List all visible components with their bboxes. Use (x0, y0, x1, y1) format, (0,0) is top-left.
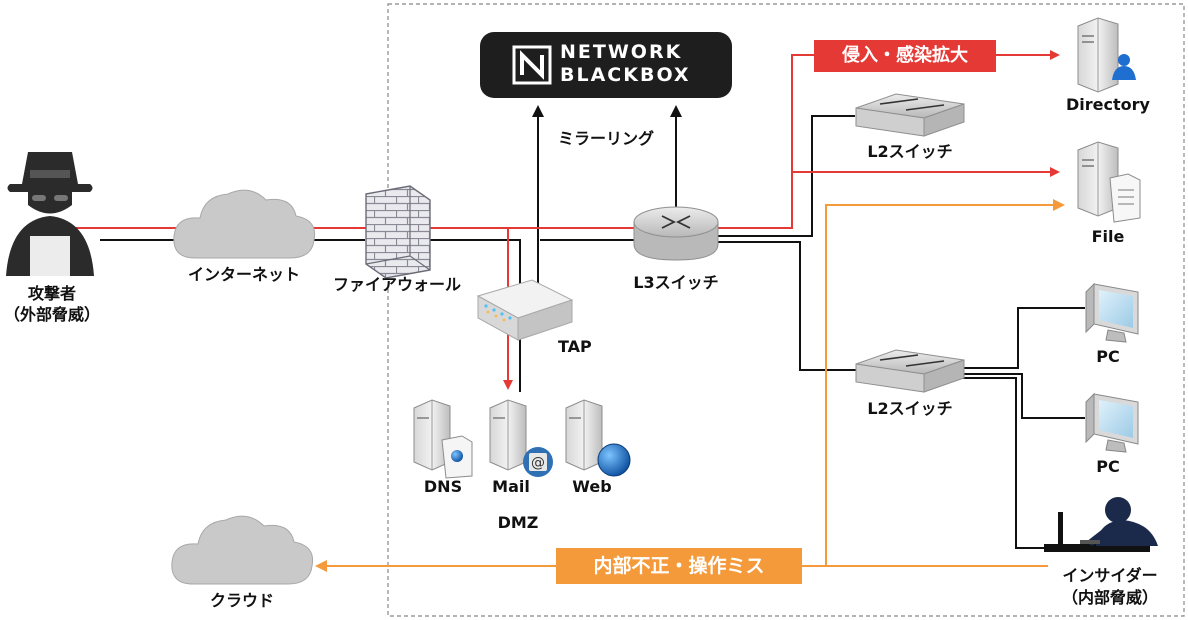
mail-label: Mail (492, 477, 530, 496)
pc1-label: PC (1096, 347, 1120, 366)
cloud-icon (171, 515, 314, 585)
insider-icon (1044, 497, 1158, 552)
insider-sub-label: （内部脅威） (1061, 588, 1159, 607)
firewall-icon (365, 185, 431, 279)
l2-switch-bottom-icon (855, 349, 965, 393)
pc2-label: PC (1096, 457, 1120, 476)
logo-line1: NETWORK (560, 41, 683, 63)
l2-switch-top-icon (855, 93, 965, 137)
link-l2-pc2 (962, 373, 1085, 419)
web-server-icon (565, 399, 631, 477)
l2-switch-bottom-label: L2スイッチ (867, 399, 953, 418)
network-blackbox-logo: NETWORK BLACKBOX (480, 32, 732, 98)
link-l3-l2-bottom (714, 241, 858, 371)
mail-server-icon: @ (489, 399, 553, 477)
mirroring-label: ミラーリング (557, 129, 655, 148)
link-l2-pc1 (962, 307, 1085, 369)
insider-misuse-badge: 内部不正・操作ミス (556, 548, 802, 584)
link-firewall-tap (428, 239, 521, 292)
file-server-icon (1077, 141, 1141, 223)
dns-server-icon (413, 399, 473, 479)
internet-cloud-icon (173, 189, 316, 259)
link-l2-insider (962, 377, 1048, 549)
web-label: Web (572, 477, 612, 496)
svg-text:@: @ (531, 455, 545, 471)
internet-label: インターネット (187, 265, 301, 284)
l2-switch-top-label: L2スイッチ (867, 142, 953, 161)
logo-line2: BLACKBOX (560, 64, 691, 86)
l3-switch-icon (633, 206, 719, 261)
dmz-label: DMZ (497, 513, 539, 532)
insider-label: インサイダー (1062, 566, 1158, 585)
directory-server-icon (1077, 17, 1136, 93)
directory-label: Directory (1066, 95, 1150, 114)
dns-label: DNS (423, 477, 463, 496)
intrusion-badge: 侵入・感染拡大 (814, 40, 996, 72)
n-logo-icon (512, 45, 552, 85)
internal-network-boundary (387, 3, 1185, 617)
attacker-sub-label: （外部脅威） (3, 305, 101, 324)
attacker-icon (6, 152, 94, 276)
tap-device-icon (476, 279, 574, 341)
l3-switch-label: L3スイッチ (633, 273, 719, 292)
attacker-label: 攻撃者 (27, 284, 77, 303)
firewall-label: ファイアウォール (332, 275, 462, 294)
logo-text: NETWORK BLACKBOX (560, 41, 691, 87)
file-label: File (1091, 227, 1125, 246)
link-l3-l2-top (714, 115, 855, 237)
tap-label: TAP (558, 337, 592, 356)
pc2-icon (1085, 392, 1139, 453)
pc1-icon (1085, 282, 1139, 343)
cloud-label: クラウド (209, 591, 275, 610)
